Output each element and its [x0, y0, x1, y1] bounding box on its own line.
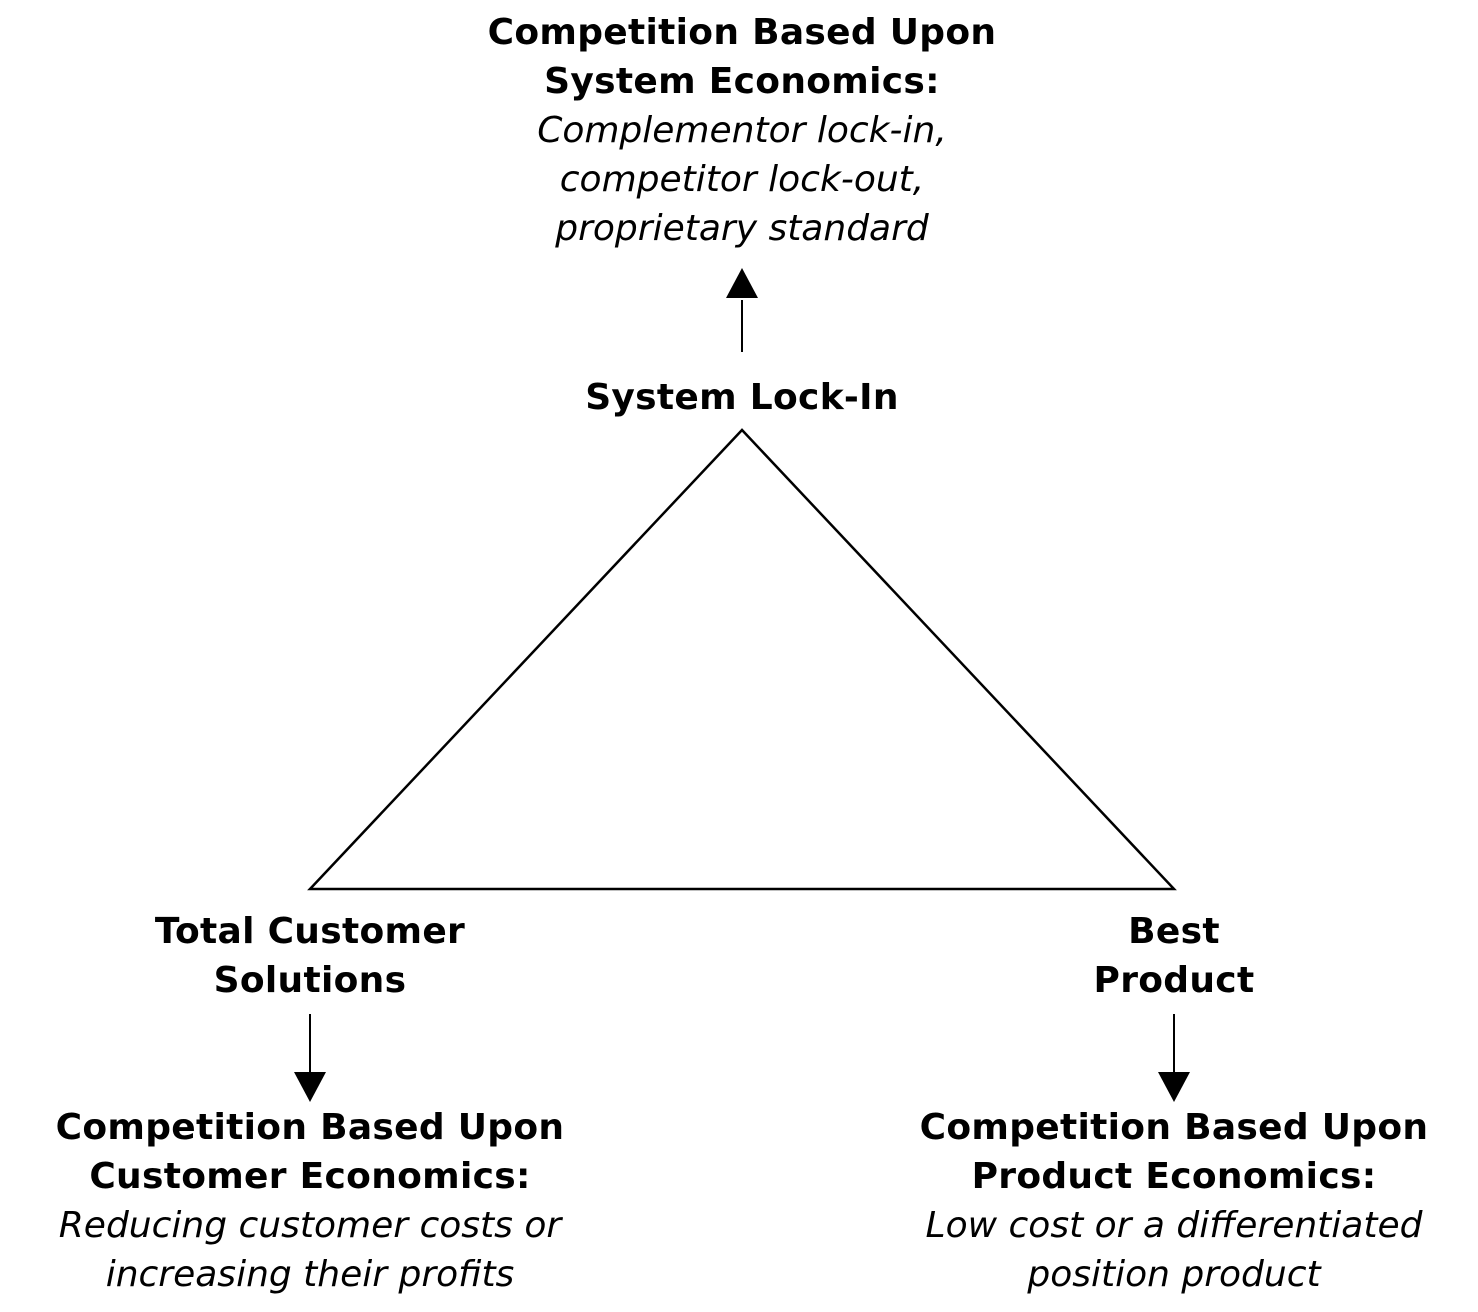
arrow-down-right [1158, 1014, 1190, 1102]
total-customer-solutions-label-line-1: Total Customer [154, 911, 466, 952]
system-lock-in-label: System Lock-In [585, 377, 899, 418]
product-economics-heading-line-1: Competition Based Upon [919, 1107, 1429, 1148]
arrow-down-left [294, 1014, 326, 1102]
customer-economics-detail-line-1: Reducing customer costs or [58, 1205, 562, 1246]
total-customer-solutions-label-line-2: Solutions [213, 960, 407, 1001]
product-economics-detail-line-2: position product [1027, 1254, 1321, 1295]
customer-economics-block: Competition Based Upon Customer Economic… [10, 1103, 610, 1299]
system-economics-heading-line-1: Competition Based Upon [487, 12, 997, 53]
arrow-up-top [726, 268, 758, 352]
best-product-label-line-1: Best [1128, 911, 1220, 952]
system-economics-block: Competition Based Upon System Economics:… [442, 8, 1042, 253]
customer-economics-heading-line-2: Customer Economics: [89, 1156, 531, 1197]
apex-label-block: System Lock-In [442, 373, 1042, 422]
strategy-triangle [307, 428, 1177, 891]
right-vertex-label-block: Best Product [924, 907, 1424, 1005]
best-product-label-line-2: Product [1093, 960, 1255, 1001]
system-economics-heading-line-2: System Economics: [544, 61, 940, 102]
customer-economics-detail-line-2: increasing their profits [105, 1254, 515, 1295]
system-economics-detail-line-2: competitor lock-out, [559, 159, 925, 200]
left-vertex-label-block: Total Customer Solutions [60, 907, 560, 1005]
system-economics-detail-line-3: proprietary standard [555, 208, 929, 249]
product-economics-block: Competition Based Upon Product Economics… [874, 1103, 1474, 1299]
product-economics-detail-line-1: Low cost or a differentiated [925, 1205, 1423, 1246]
customer-economics-heading-line-1: Competition Based Upon [55, 1107, 565, 1148]
system-economics-detail-line-1: Complementor lock-in, [537, 110, 947, 151]
product-economics-heading-line-2: Product Economics: [971, 1156, 1377, 1197]
